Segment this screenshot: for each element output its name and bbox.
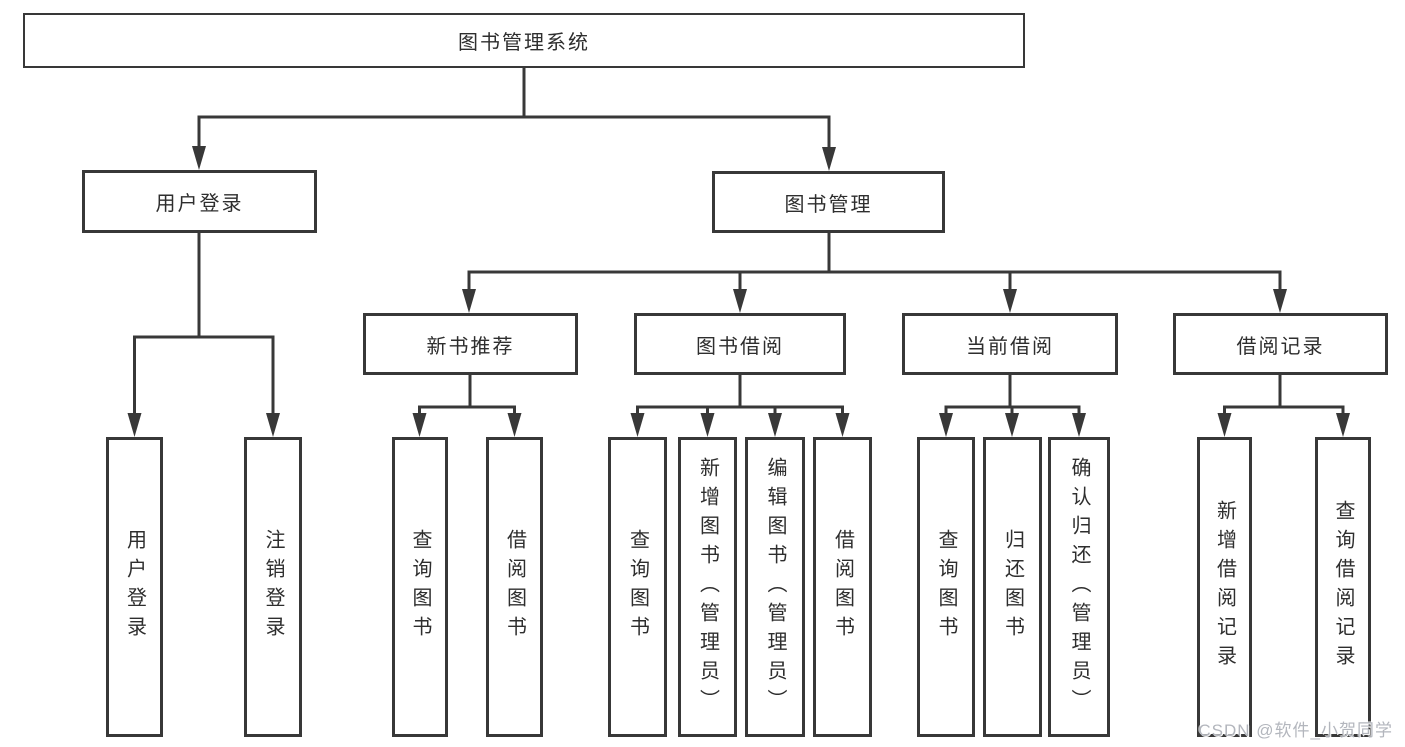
- node-book-management: 图书管理: [712, 171, 945, 233]
- node-label: 用户登录: [123, 529, 146, 645]
- node-label: 图书管理: [784, 193, 873, 216]
- leaf-query-books-recommend: 查询图书: [392, 437, 448, 737]
- leaf-query-borrow-record: 查询借阅记录: [1315, 437, 1371, 737]
- node-label: 新书推荐: [426, 335, 515, 358]
- node-label: 借阅图书: [831, 529, 854, 645]
- leaf-edit-books-admin: 编辑图书（管理员）: [745, 437, 805, 737]
- leaf-add-borrow-record: 新增借阅记录: [1197, 437, 1252, 737]
- node-user-login: 用户登录: [82, 170, 317, 233]
- leaf-query-books-current: 查询图书: [917, 437, 975, 737]
- node-label: 注销登录: [262, 529, 284, 645]
- node-book-borrow: 图书借阅: [634, 313, 846, 375]
- node-library-management-system: 图书管理系统: [23, 13, 1025, 68]
- node-label: 借阅记录: [1236, 335, 1325, 358]
- csdn-watermark: CSDN @软件_小贺同学: [1198, 721, 1393, 740]
- node-new-book-recommend: 新书推荐: [363, 313, 578, 375]
- leaf-borrow-books-recommend: 借阅图书: [486, 437, 543, 737]
- node-borrow-records: 借阅记录: [1173, 313, 1388, 375]
- node-label: 查询图书: [626, 529, 649, 645]
- leaf-add-books-admin: 新增图书（管理员）: [678, 437, 737, 737]
- leaf-borrow-books: 借阅图书: [813, 437, 872, 737]
- leaf-user-login: 用户登录: [106, 437, 163, 737]
- node-label: 查询借阅记录: [1332, 500, 1354, 674]
- node-label: 图书管理系统: [458, 32, 590, 54]
- leaf-confirm-return-admin: 确认归还（管理员）: [1048, 437, 1110, 737]
- node-label: 新增借阅记录: [1213, 500, 1236, 674]
- node-current-borrow: 当前借阅: [902, 313, 1118, 375]
- node-label: 图书借阅: [696, 335, 784, 358]
- node-label: 借阅图书: [503, 529, 526, 645]
- node-label: 归还图书: [1001, 529, 1024, 645]
- node-label: 确认归还（管理员）: [1068, 456, 1090, 718]
- node-label: 当前借阅: [966, 335, 1054, 358]
- leaf-logout: 注销登录: [244, 437, 302, 737]
- node-label: 查询图书: [935, 529, 957, 645]
- leaf-query-books: 查询图书: [608, 437, 667, 737]
- node-label: 编辑图书（管理员）: [764, 456, 786, 718]
- node-label: 用户登录: [155, 193, 244, 215]
- leaf-return-books: 归还图书: [983, 437, 1042, 737]
- node-label: 新增图书（管理员）: [696, 456, 719, 718]
- arrowhead-icons: [127, 146, 1350, 437]
- node-label: 查询图书: [409, 529, 431, 645]
